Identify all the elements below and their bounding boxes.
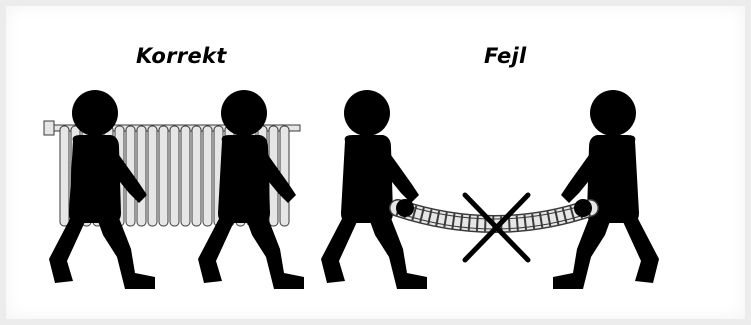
person-left-wrong <box>321 90 427 289</box>
person-right-wrong <box>553 90 659 289</box>
